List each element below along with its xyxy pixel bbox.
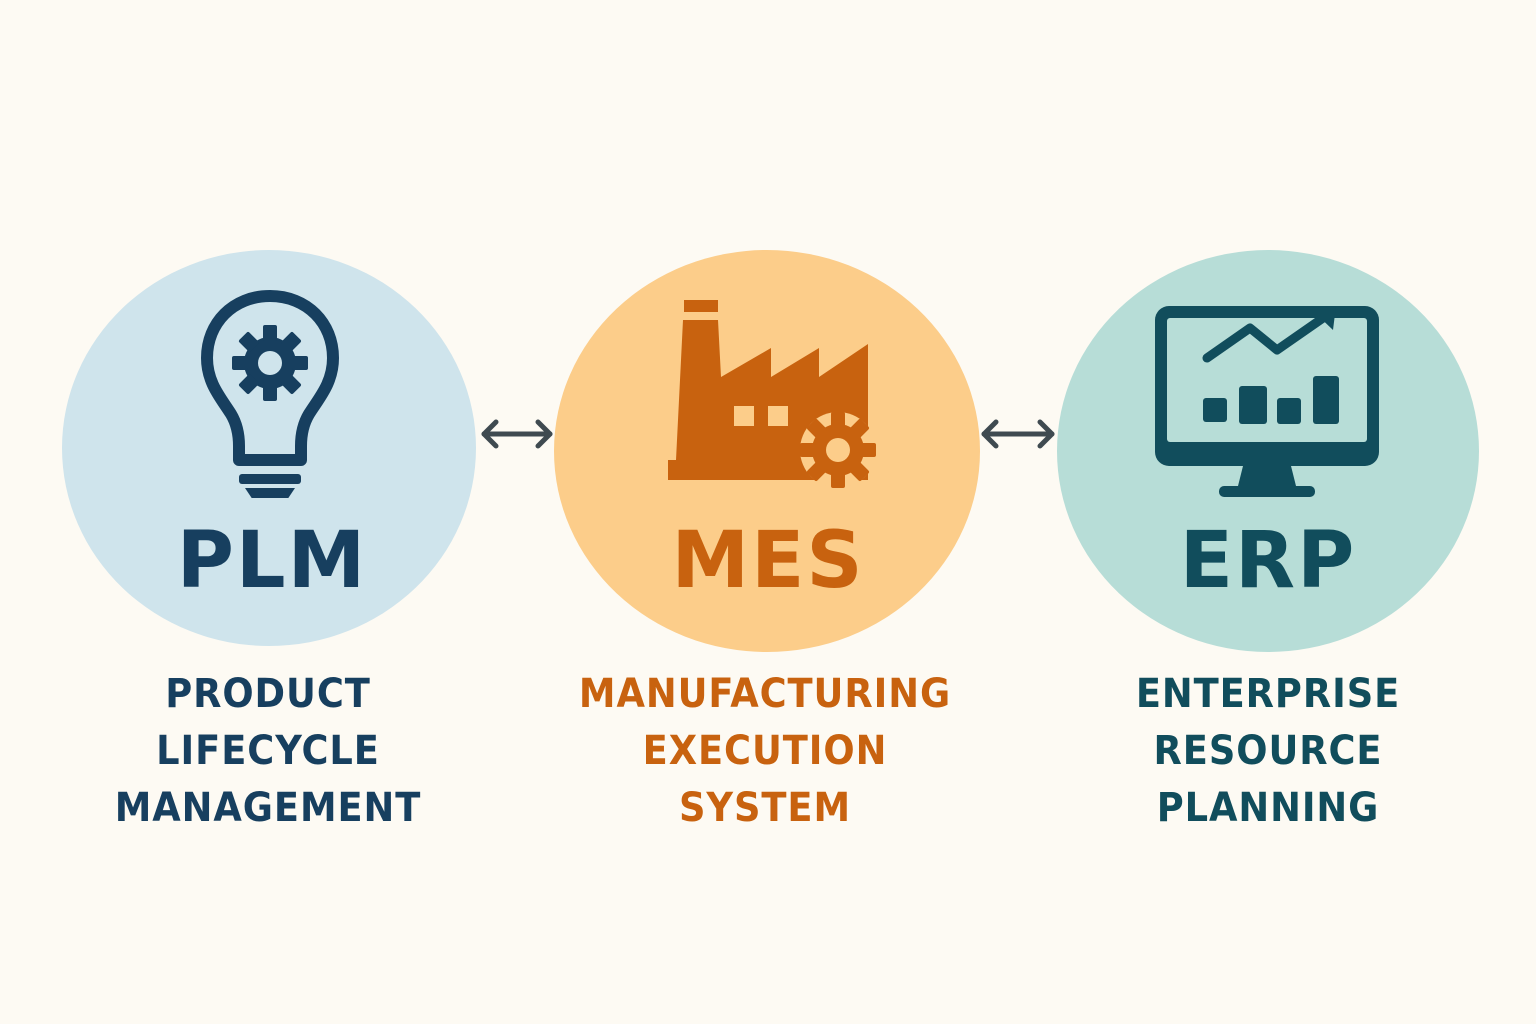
mes-description-line: EXECUTION (642, 728, 888, 774)
plm-description-line: LIFECYCLE (156, 728, 380, 774)
monitor-chart-icon (1155, 306, 1379, 497)
lightbulb-gear-icon (201, 290, 339, 498)
plm-description: PRODUCT LIFECYCLE MANAGEMENT (56, 666, 479, 837)
mes-description: MANUFACTURING EXECUTION SYSTEM (553, 666, 976, 837)
mes-description-line: MANUFACTURING (578, 671, 952, 717)
bidirectional-arrow-icon (481, 419, 553, 449)
erp-abbreviation: ERP (1179, 516, 1357, 606)
erp-description: ENTERPRISE RESOURCE PLANNING (1056, 666, 1479, 837)
plm-abbreviation: PLM (176, 516, 368, 606)
plm-circle (62, 250, 476, 646)
plm-description-line: MANAGEMENT (114, 785, 422, 831)
factory-gear-icon (668, 300, 876, 488)
erp-description-line: PLANNING (1156, 785, 1380, 831)
erp-description-line: ENTERPRISE (1135, 671, 1401, 717)
mes-abbreviation: MES (671, 516, 865, 606)
plm-description-line: PRODUCT (165, 671, 371, 717)
mes-description-line: SYSTEM (678, 785, 852, 831)
erp-description-line: RESOURCE (1153, 728, 1383, 774)
bidirectional-arrow-icon (981, 419, 1055, 449)
